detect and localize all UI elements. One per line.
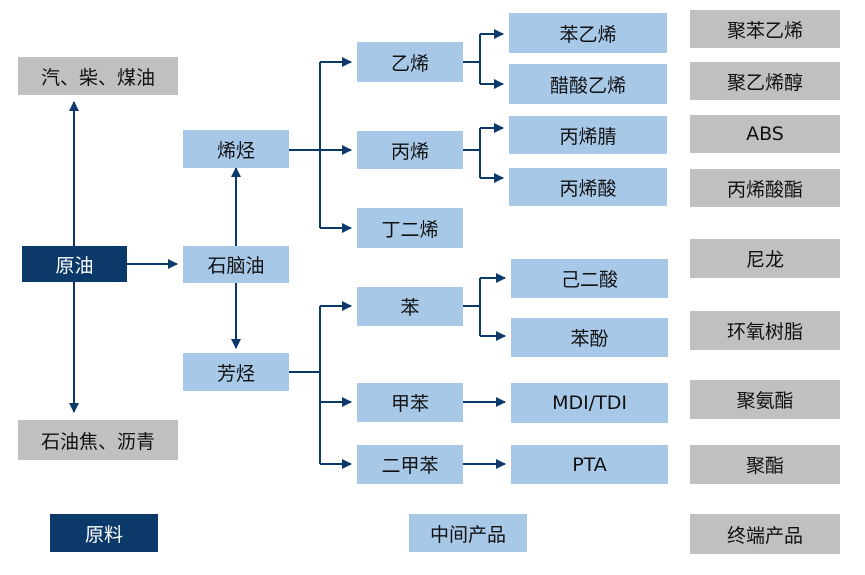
node-pta: PTA: [511, 445, 668, 484]
legend-intermediate: 中间产品: [409, 514, 527, 552]
node-toluene: 甲苯: [357, 383, 463, 422]
node-styrene: 苯乙烯: [509, 13, 667, 53]
node-olefins: 烯烃: [183, 130, 289, 168]
node-gasoline: 汽、柴、煤油: [18, 57, 178, 95]
node-propylene: 丙烯: [357, 131, 463, 169]
node-acrylate: 丙烯酸酯: [690, 169, 840, 207]
node-coke: 石油焦、沥青: [18, 420, 178, 460]
legend-raw: 原料: [50, 514, 158, 552]
node-phenol: 苯酚: [511, 318, 668, 357]
node-benzene: 苯: [357, 287, 463, 326]
node-polystyrene: 聚苯乙烯: [690, 10, 840, 48]
node-mdi-tdi: MDI/TDI: [511, 383, 668, 423]
node-vinyl-acetate: 醋酸乙烯: [509, 64, 667, 104]
node-pva: 聚乙烯醇: [690, 62, 840, 100]
node-acrylic-acid: 丙烯酸: [509, 168, 667, 206]
node-polyester: 聚酯: [690, 445, 840, 484]
node-epoxy: 环氧树脂: [690, 311, 840, 350]
node-crude-oil: 原油: [22, 246, 127, 282]
node-adipic-acid: 己二酸: [511, 259, 668, 298]
node-aromatics: 芳烃: [183, 353, 289, 391]
node-xylene: 二甲苯: [357, 445, 463, 484]
node-naphtha: 石脑油: [183, 246, 289, 283]
node-nylon: 尼龙: [690, 239, 840, 278]
legend-end: 终端产品: [690, 514, 840, 554]
node-ethylene: 乙烯: [357, 42, 463, 82]
node-acrylonitrile: 丙烯腈: [509, 116, 667, 154]
node-abs: ABS: [690, 115, 840, 153]
node-polyurethane: 聚氨酯: [690, 380, 840, 419]
node-butadiene: 丁二烯: [357, 208, 463, 248]
